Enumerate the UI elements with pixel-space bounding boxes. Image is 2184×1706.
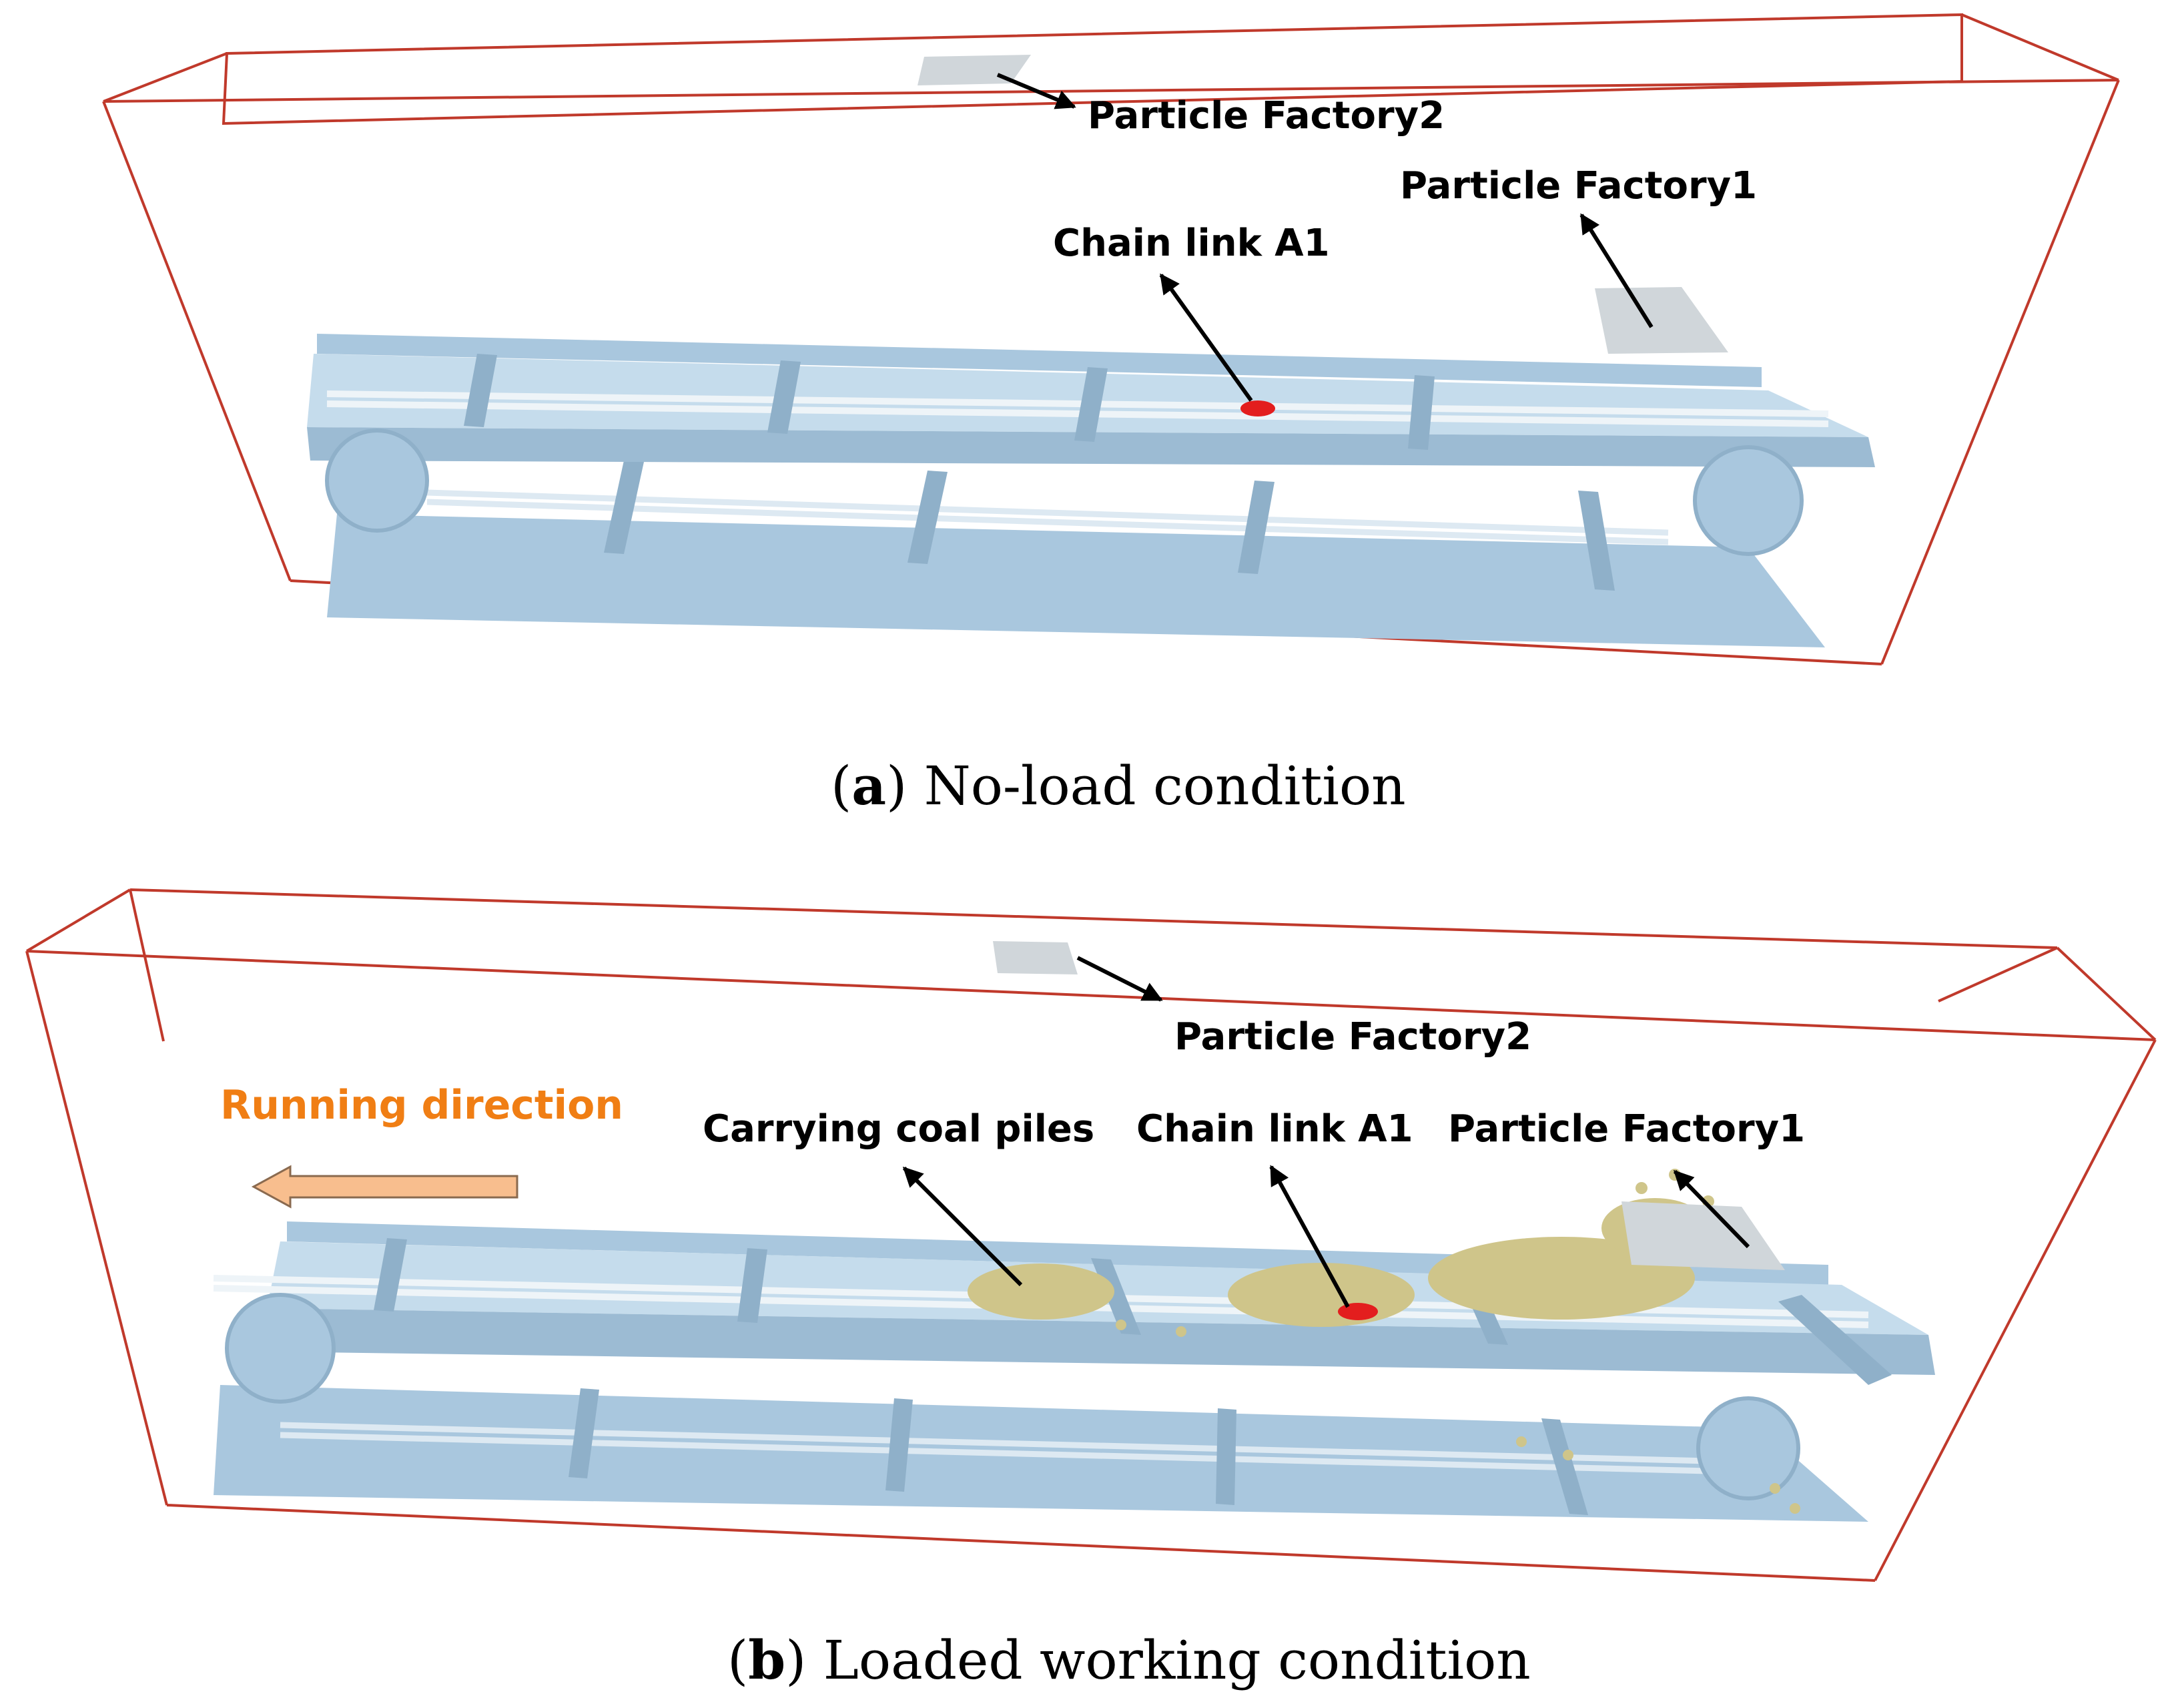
coal-pile-arrow-b bbox=[902, 1166, 1023, 1287]
right-sprocket-b bbox=[1696, 1396, 1800, 1500]
factory1-arrow-b bbox=[1673, 1169, 1750, 1249]
caption-b-text: Loaded working condition bbox=[806, 1629, 1530, 1691]
particle-factory1-plate-a bbox=[1595, 287, 1728, 354]
left-sprocket-a bbox=[325, 429, 429, 533]
particle-factory1-label-b: Particle Factory1 bbox=[1448, 1107, 1805, 1151]
lower-chain-b bbox=[280, 1422, 1736, 1475]
caption-a: (a) No-load condition bbox=[831, 754, 1406, 817]
carrying-coal-piles-label: Carrying coal piles bbox=[703, 1107, 1094, 1151]
lower-flights-b bbox=[569, 1388, 1588, 1515]
caption-b-letter: b bbox=[748, 1629, 785, 1691]
lower-flights-a bbox=[604, 461, 1615, 591]
chain-link-arrow-a bbox=[1159, 273, 1253, 402]
chain-link-a1-highlight-a bbox=[1240, 400, 1275, 416]
chain-link-label-a: Chain link A1 bbox=[1053, 222, 1330, 265]
caption-b: (b) Loaded working condition bbox=[727, 1629, 1531, 1691]
particle-factory1-label-a: Particle Factory1 bbox=[1400, 164, 1757, 208]
chain-link-arrow-b bbox=[1269, 1165, 1350, 1308]
caption-a-letter: a bbox=[851, 754, 886, 817]
particle-factory2-label-a: Particle Factory2 bbox=[1088, 94, 1445, 137]
panel-a: Particle Factory2 Particle Factory1 Chai… bbox=[102, 13, 2120, 817]
factory1-arrow-a bbox=[1579, 213, 1654, 328]
upper-flights-a bbox=[464, 354, 1435, 450]
right-sprocket-a bbox=[1693, 445, 1804, 556]
factory2-arrow-b bbox=[1076, 956, 1163, 1002]
running-direction-label: Running direction bbox=[220, 1082, 623, 1129]
particle-factory2-label-b: Particle Factory2 bbox=[1174, 1015, 1531, 1059]
chain-link-label-b: Chain link A1 bbox=[1136, 1107, 1413, 1151]
left-sprocket-b bbox=[225, 1293, 336, 1404]
conveyor-model-a bbox=[307, 334, 1875, 647]
factory2-arrow-a bbox=[996, 73, 1076, 109]
conveyor-model-b bbox=[213, 1221, 1935, 1522]
upper-chain-a bbox=[326, 390, 1829, 427]
particle-factory2-plate-b bbox=[993, 941, 1078, 974]
guide-plate-b bbox=[1778, 1295, 1892, 1385]
chain-link-a1-highlight-b bbox=[1338, 1303, 1378, 1320]
particle-factory1-plate-b bbox=[1621, 1201, 1785, 1270]
caption-a-text: No-load condition bbox=[907, 755, 1405, 817]
simulation-domain-box-b bbox=[25, 888, 2157, 1582]
running-direction-arrow bbox=[251, 1165, 518, 1209]
panel-b: Running direction Carrying coal piles Ch… bbox=[25, 888, 2157, 1691]
